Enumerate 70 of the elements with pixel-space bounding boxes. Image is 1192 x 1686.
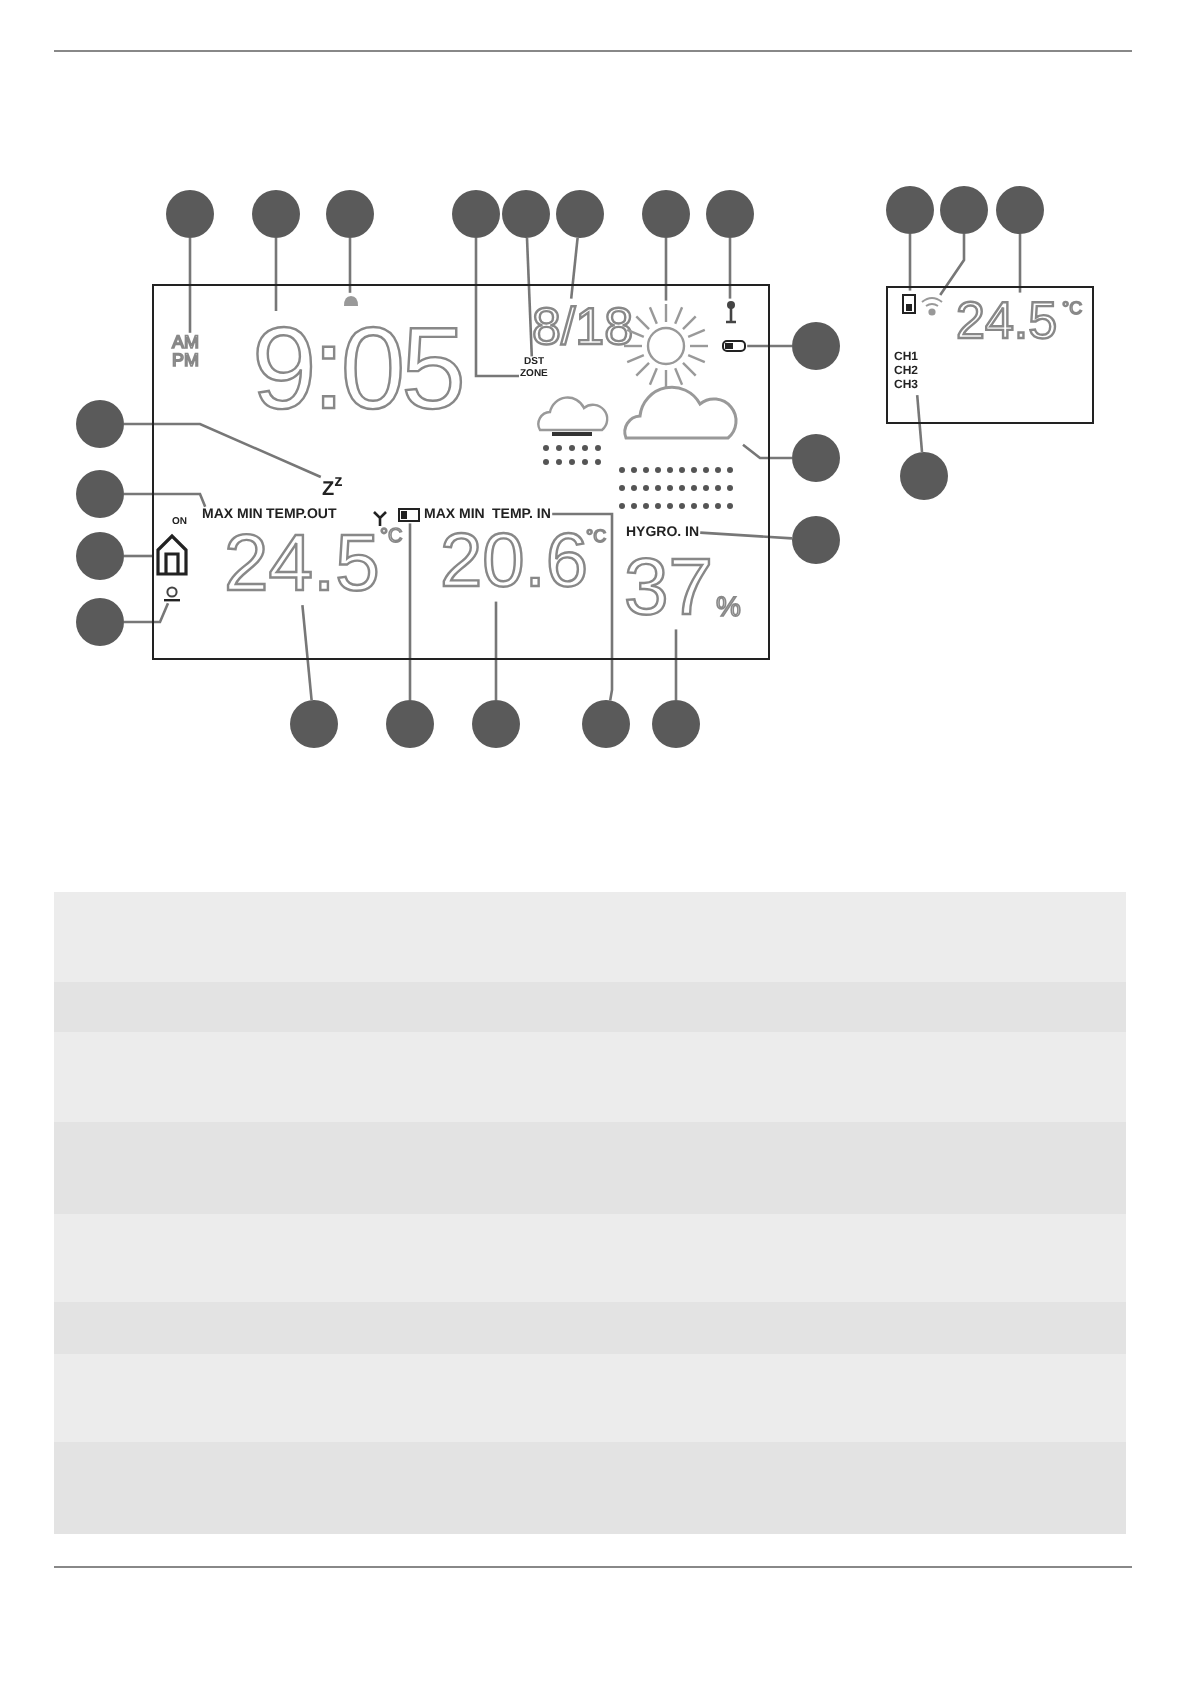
- callout-circle: [290, 700, 338, 748]
- lcd-label: PM: [172, 352, 199, 370]
- callout-circle: [706, 190, 754, 238]
- leader-line: [408, 523, 412, 700]
- house-icon: [154, 532, 190, 576]
- lcd-label: AM: [172, 334, 199, 352]
- leader-line: [124, 602, 170, 624]
- callout-circle: [792, 516, 840, 564]
- indicator-icon: [162, 586, 182, 602]
- lcd-digits: 20.6: [440, 524, 588, 600]
- callout-circle: [76, 470, 124, 518]
- leader-line: [664, 238, 668, 301]
- callout-circle: [252, 190, 300, 238]
- leader-line: [525, 237, 534, 357]
- callout-circle: [582, 700, 630, 748]
- lcd-label: °C: [1062, 300, 1083, 318]
- callout-circle: [326, 190, 374, 238]
- signal-icon: [920, 296, 944, 316]
- bell-icon: [342, 294, 360, 308]
- leader-line: [908, 234, 912, 291]
- callout-circle: [76, 532, 124, 580]
- leader-line: [348, 238, 352, 293]
- leader-line: [124, 554, 153, 558]
- lcd-digits: 37: [624, 548, 713, 628]
- leader-line: [939, 234, 966, 296]
- callout-circle: [452, 190, 500, 238]
- antenna-icon: [722, 300, 740, 324]
- leader-line: [301, 605, 313, 701]
- leader-line: [700, 531, 793, 540]
- callout-circle: [652, 700, 700, 748]
- callout-circle: [996, 186, 1044, 234]
- callout-circle: [900, 452, 948, 500]
- battery-icon: [722, 340, 746, 352]
- leader-line: [569, 237, 579, 299]
- lcd-label: °C: [380, 528, 403, 548]
- callout-circle: [792, 322, 840, 370]
- callout-circle: [472, 700, 520, 748]
- leader-line: [124, 492, 207, 508]
- leader-line: [474, 238, 519, 378]
- lcd-label: %: [716, 592, 741, 620]
- leader-line: [747, 344, 792, 348]
- lcd-digits: 9:05: [252, 312, 462, 428]
- callout-circle: [76, 400, 124, 448]
- leader-line: [124, 422, 322, 479]
- cloud-icon: [618, 386, 742, 446]
- leader-line: [728, 238, 732, 299]
- lcd-digits: 24.5: [224, 524, 380, 604]
- battery-icon: [398, 508, 420, 522]
- leader-line: [742, 443, 792, 460]
- leader-line: [1018, 234, 1022, 293]
- leader-line: [552, 512, 614, 701]
- leader-line: [188, 238, 192, 333]
- callout-circle: [556, 190, 604, 238]
- leader-line: [494, 601, 498, 700]
- callout-circle: [386, 700, 434, 748]
- lcd-label: °C: [586, 528, 607, 546]
- callout-circle: [792, 434, 840, 482]
- battery-icon: [902, 292, 916, 314]
- leader-line: [674, 629, 678, 700]
- callout-circle: [502, 190, 550, 238]
- lcd-digits: 8/18: [532, 300, 634, 352]
- display-label: Z$^{z}$: [322, 472, 343, 501]
- callout-circle: [886, 186, 934, 234]
- lcd-digits: 24.5: [956, 294, 1058, 346]
- callout-circle: [76, 598, 124, 646]
- leader-line: [915, 395, 924, 453]
- callout-circle: [940, 186, 988, 234]
- callout-circle: [166, 190, 214, 238]
- callout-circle: [642, 190, 690, 238]
- leader-line: [274, 238, 278, 311]
